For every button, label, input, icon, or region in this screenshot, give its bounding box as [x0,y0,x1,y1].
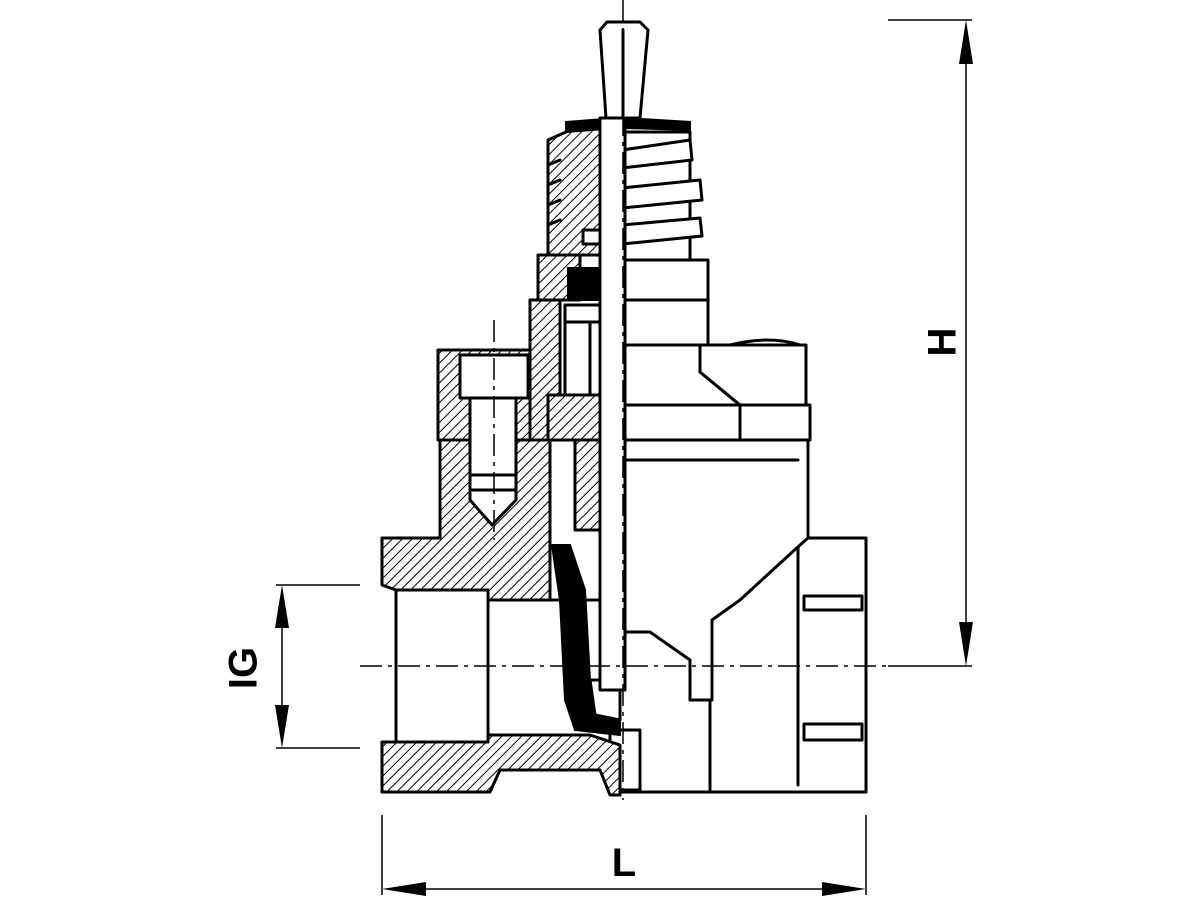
valve-body-exterior [608,130,868,794]
valve-stem [598,20,691,692]
dimension-ig: IG [222,584,360,749]
dimension-h: H [888,19,973,667]
dimension-l: L [381,815,867,896]
valve-body-section [380,116,622,797]
dimension-l-label: L [612,841,636,885]
dimension-h-label: H [921,328,965,357]
dimension-ig-label: IG [222,647,266,689]
